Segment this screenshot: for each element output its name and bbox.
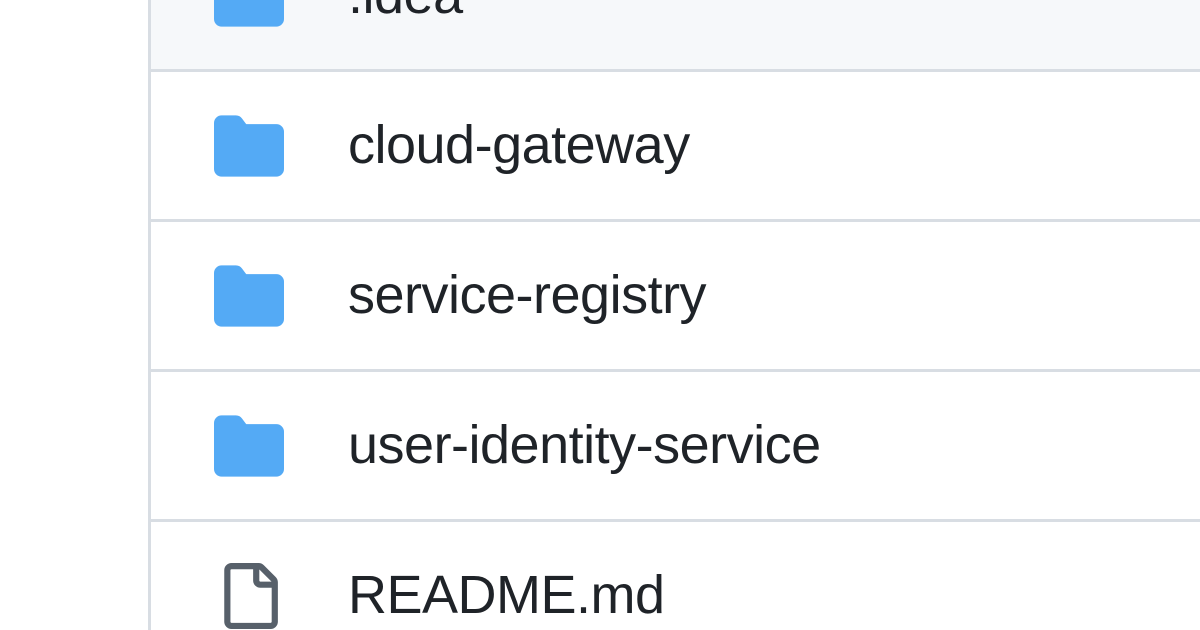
file-name-link[interactable]: service-registry [348, 265, 707, 326]
icon-box [213, 560, 285, 630]
file-list: .idea cloud-gateway service-registry use… [148, 0, 1200, 630]
folder-icon [214, 414, 284, 477]
file-row[interactable]: cloud-gateway [151, 72, 1200, 222]
folder-icon [214, 114, 284, 177]
file-name-link[interactable]: user-identity-service [348, 415, 821, 476]
file-name-link[interactable]: cloud-gateway [348, 115, 690, 176]
file-name-link[interactable]: README.md [348, 565, 665, 626]
file-icon [224, 562, 278, 629]
file-row[interactable]: user-identity-service [151, 372, 1200, 522]
file-row[interactable]: .idea [151, 0, 1200, 72]
icon-box [213, 260, 285, 332]
icon-box [213, 0, 285, 32]
icon-box [213, 110, 285, 182]
folder-icon [214, 264, 284, 327]
file-row[interactable]: README.md [151, 522, 1200, 630]
file-row[interactable]: service-registry [151, 222, 1200, 372]
file-name-link[interactable]: .idea [348, 0, 463, 28]
folder-icon [214, 0, 284, 27]
icon-box [213, 410, 285, 482]
